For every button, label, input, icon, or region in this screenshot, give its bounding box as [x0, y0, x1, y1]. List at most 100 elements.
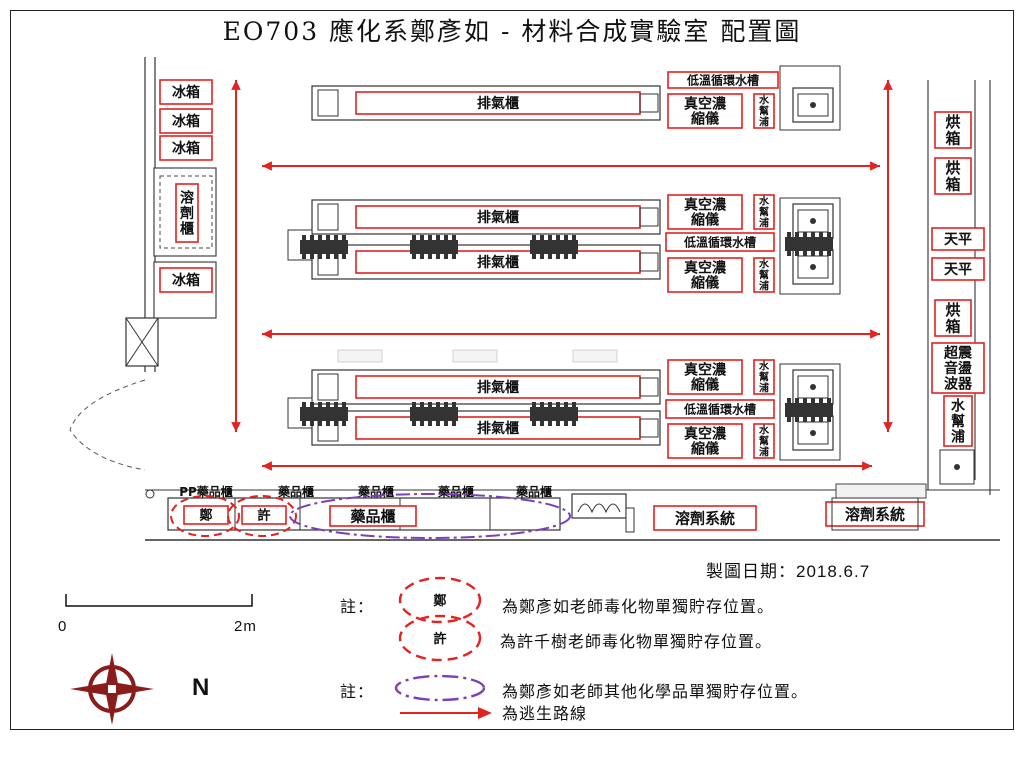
fume-hood-4-text: 排氣櫃	[477, 379, 519, 396]
sink-1-drain	[810, 102, 816, 108]
manifold-8-tooth	[827, 398, 831, 422]
scale-zero: 0	[58, 618, 68, 635]
page-title: EO703 應化系鄭彥如 - 材料合成實驗室 配置圖	[222, 17, 802, 46]
manifold-6-tooth	[556, 402, 560, 426]
ultrasonic-text: 波器	[944, 375, 973, 392]
pump-1-text: 水	[758, 94, 770, 107]
fume-hood-2-sink	[639, 207, 659, 227]
oven-2-box	[934, 157, 972, 195]
chem-cabinet-main-box	[329, 505, 417, 527]
escape-arrow-row1-head	[870, 161, 880, 171]
sink-3-drain	[810, 264, 816, 270]
manifold-2-tooth	[412, 235, 416, 259]
fridge-1-box	[159, 79, 213, 105]
chiller-1-box	[665, 232, 775, 252]
manifold-7-tooth	[787, 232, 791, 256]
oven-3-box	[934, 299, 972, 337]
bench3-tag-2	[452, 349, 498, 363]
ultrasonic-box	[931, 342, 985, 394]
group-b-pump-text: 水	[758, 258, 770, 271]
manifold-3-tooth	[532, 235, 536, 259]
manifold-1	[300, 240, 348, 254]
bottom-sink-taps	[577, 503, 621, 514]
oven-3-text: 烘	[945, 301, 960, 319]
manifold-5-tooth	[428, 402, 432, 426]
sink-cab-2	[779, 197, 841, 295]
manifold-5-tooth	[452, 402, 456, 426]
manifold-1-tooth	[302, 235, 306, 259]
manifold-6-tooth	[572, 402, 576, 426]
scale-end: 2m	[234, 618, 257, 635]
solvent-system-2-top	[835, 483, 927, 499]
manifold-4-tooth	[302, 402, 306, 426]
manifold-4-tooth	[318, 402, 322, 426]
bench3-tag-1	[337, 349, 383, 363]
balance-1-text: 天平	[944, 232, 972, 248]
chiller-2-box	[665, 399, 775, 419]
fridge-3-text: 冰箱	[172, 140, 200, 157]
sink-4-drain	[810, 384, 816, 390]
pump-right-text: 水	[951, 398, 966, 415]
manifold-4	[300, 407, 348, 421]
rotavap-1-text: 縮儀	[691, 111, 719, 128]
legend-escape-head	[478, 707, 492, 719]
balance-2-text: 天平	[944, 262, 972, 278]
manifold-5	[410, 407, 458, 421]
group-c-pump-box	[753, 359, 775, 395]
manifold-8-tooth	[803, 398, 807, 422]
pump-right-text: 浦	[951, 428, 965, 445]
legend-other-ellipse	[394, 674, 486, 702]
manifold-1-tooth	[326, 235, 330, 259]
group-d-pump-text: 水	[758, 424, 770, 437]
scale-bar	[65, 594, 253, 607]
cabinet-label-2: 藥品櫃	[277, 484, 314, 499]
oven-1-box	[934, 111, 972, 149]
manifold-3-tooth	[548, 235, 552, 259]
sink-5-drain	[810, 430, 816, 436]
manifold-3-tooth	[540, 235, 544, 259]
escape-arrow-row3-head	[862, 461, 872, 471]
balance-2-box	[931, 257, 985, 281]
escape-arrow-row3-head	[262, 461, 272, 471]
note-escape-text: 為逃生路線	[502, 704, 588, 723]
manifold-3-tooth	[556, 235, 560, 259]
escape-arrow-left-head	[231, 80, 241, 90]
solvent-cabinet-box	[175, 183, 199, 243]
escape-arrow-row2-head	[262, 329, 272, 339]
manifold-1-tooth	[318, 235, 322, 259]
fridge-2-text: 冰箱	[172, 113, 200, 130]
group-d-rotavap-box	[667, 423, 743, 459]
oven-1-text: 箱	[945, 130, 960, 148]
solvent-system-1-text: 溶劑系統	[675, 509, 735, 527]
bottom-sink-post	[625, 507, 635, 533]
fume-hood-3-sink	[639, 252, 659, 272]
zheng-cabinet-text: 鄭	[199, 508, 212, 524]
group-a-pump-box	[753, 194, 775, 230]
chiller-top-box	[667, 71, 779, 89]
oven-2-text: 烘	[945, 159, 960, 177]
door-swing	[69, 379, 146, 471]
cabinet-label-1: PP藥品櫃	[179, 484, 233, 499]
manifold-7-tooth	[795, 232, 799, 256]
fridge-3-box	[159, 135, 213, 161]
solvent-cabinet-text: 溶	[180, 190, 194, 207]
fridge-4-box	[159, 267, 213, 293]
cabinet-label-3: 藥品櫃	[357, 484, 394, 499]
sink-2-drain	[810, 218, 816, 224]
solvent-system-2-frame	[831, 497, 919, 531]
other-chem-marker	[289, 493, 571, 539]
manifold-7-tooth	[819, 232, 823, 256]
ultrasonic-text: 超震	[943, 345, 973, 362]
group-a-rotavap-text: 真空濃	[684, 196, 727, 213]
manifold-4-tooth	[342, 402, 346, 426]
manifold-5-tooth	[412, 402, 416, 426]
counter-post	[145, 489, 155, 499]
fume-hood-5-sink	[639, 418, 659, 438]
fume-hood-2-text: 排氣櫃	[477, 209, 519, 226]
fume-hood-5-text: 排氣櫃	[477, 420, 519, 437]
manifold-3-tooth	[572, 235, 576, 259]
manifold-3-tooth	[564, 235, 568, 259]
balance-1-box	[931, 227, 985, 251]
manifold-6-tooth	[540, 402, 544, 426]
pump-1-text: 幫	[759, 105, 769, 118]
